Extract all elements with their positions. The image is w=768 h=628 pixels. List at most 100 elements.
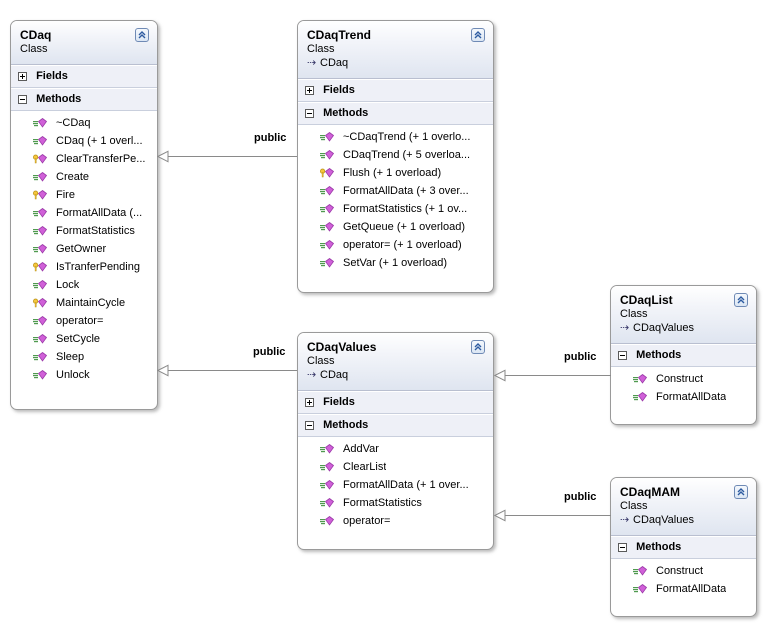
list-item[interactable]: GetQueue (+ 1 overload) <box>298 218 493 236</box>
member-label: ~CDaq <box>56 117 91 129</box>
class-kind: Class <box>620 500 648 512</box>
list-item[interactable]: AddVar <box>298 440 493 458</box>
method-icon <box>320 478 336 492</box>
member-label: operator= <box>343 515 391 527</box>
section-fields[interactable]: Fields <box>298 79 493 102</box>
list-item[interactable]: FormatStatistics <box>298 494 493 512</box>
section-label: Fields <box>323 396 355 408</box>
list-item[interactable]: Flush (+ 1 overload) <box>298 164 493 182</box>
section-methods[interactable]: Methods <box>611 344 756 367</box>
list-item[interactable]: Construct <box>611 370 756 388</box>
member-label: Lock <box>56 279 80 291</box>
expander-minus-icon[interactable] <box>618 543 627 552</box>
collapse-chevron-icon[interactable] <box>135 28 149 42</box>
class-box-cdaqtrend[interactable]: CDaqTrend Class ⇢CDaq Fields Methods ~CD… <box>297 20 494 293</box>
class-header-cdaqmam: CDaqMAM Class ⇢CDaqValues <box>611 478 756 536</box>
list-item[interactable]: FormatAllData <box>611 388 756 406</box>
list-item[interactable]: FormatAllData (+ 3 over... <box>298 182 493 200</box>
list-item[interactable]: operator= (+ 1 overload) <box>298 236 493 254</box>
method-icon <box>320 202 336 216</box>
member-label: MaintainCycle <box>56 297 126 309</box>
collapse-chevron-icon[interactable] <box>471 28 485 42</box>
expander-minus-icon[interactable] <box>305 109 314 118</box>
list-item[interactable]: Unlock <box>11 366 157 384</box>
list-item[interactable]: Fire <box>11 186 157 204</box>
section-methods[interactable]: Methods <box>298 414 493 437</box>
list-item[interactable]: ~CDaq <box>11 114 157 132</box>
method-icon <box>633 564 649 578</box>
list-item[interactable]: CDaq (+ 1 overl... <box>11 132 157 150</box>
section-fields[interactable]: Fields <box>11 65 157 88</box>
class-kind: Class <box>620 308 648 320</box>
member-label: FormatStatistics (+ 1 ov... <box>343 203 468 215</box>
list-item[interactable]: FormatAllData <box>611 580 756 598</box>
list-item[interactable]: FormatStatistics <box>11 222 157 240</box>
method-icon <box>33 332 49 346</box>
list-item[interactable]: Lock <box>11 276 157 294</box>
section-methods[interactable]: Methods <box>11 88 157 111</box>
connector-label: public <box>253 346 286 358</box>
list-item[interactable]: SetCycle <box>11 330 157 348</box>
class-name: CDaqValues <box>307 340 377 354</box>
method-icon <box>33 134 49 148</box>
list-item[interactable]: FormatAllData (... <box>11 204 157 222</box>
base-class-name: CDaqValues <box>633 514 694 526</box>
class-box-cdaq[interactable]: CDaq Class Fields Methods ~CDaq CDaq (+ … <box>10 20 158 410</box>
member-label: Flush (+ 1 overload) <box>343 167 442 179</box>
expander-minus-icon[interactable] <box>18 95 27 104</box>
expander-plus-icon[interactable] <box>18 72 27 81</box>
connector-line <box>505 515 611 516</box>
member-label: Unlock <box>56 369 90 381</box>
section-methods[interactable]: Methods <box>298 102 493 125</box>
expander-minus-icon[interactable] <box>305 421 314 430</box>
list-item[interactable]: SetVar (+ 1 overload) <box>298 254 493 272</box>
collapse-chevron-icon[interactable] <box>734 293 748 307</box>
list-item[interactable]: GetOwner <box>11 240 157 258</box>
list-item[interactable]: operator= <box>298 512 493 530</box>
class-name: CDaq <box>20 28 52 42</box>
list-item[interactable]: operator= <box>11 312 157 330</box>
member-list-cdaqvalues: AddVar ClearList FormatAllData (+ 1 over… <box>298 437 493 536</box>
list-item[interactable]: MaintainCycle <box>11 294 157 312</box>
section-label: Methods <box>323 419 369 431</box>
list-item[interactable]: Sleep <box>11 348 157 366</box>
list-item[interactable]: FormatStatistics (+ 1 ov... <box>298 200 493 218</box>
list-item[interactable]: ClearList <box>298 458 493 476</box>
class-box-cdaqvalues[interactable]: CDaqValues Class ⇢CDaq Fields Methods Ad… <box>297 332 494 550</box>
method-icon <box>33 224 49 238</box>
member-label: CDaqTrend (+ 5 overloa... <box>343 149 471 161</box>
class-box-cdaqmam[interactable]: CDaqMAM Class ⇢CDaqValues Methods Constr… <box>610 477 757 617</box>
class-header-cdaqtrend: CDaqTrend Class ⇢CDaq <box>298 21 493 79</box>
member-label: Construct <box>656 373 704 385</box>
section-fields[interactable]: Fields <box>298 391 493 414</box>
class-header-cdaqlist: CDaqList Class ⇢CDaqValues <box>611 286 756 344</box>
list-item[interactable]: IsTranferPending <box>11 258 157 276</box>
member-label: Sleep <box>56 351 85 363</box>
connector-label: public <box>564 351 597 363</box>
member-list-cdaqlist: Construct FormatAllData <box>611 367 756 412</box>
section-label: Methods <box>36 93 82 105</box>
method-icon <box>33 350 49 364</box>
method-key-icon <box>33 260 49 274</box>
inheritance-arrow-icon: ⇢ <box>307 57 317 69</box>
collapse-chevron-icon[interactable] <box>471 340 485 354</box>
expander-plus-icon[interactable] <box>305 86 314 95</box>
method-icon <box>33 314 49 328</box>
member-label: Create <box>56 171 90 183</box>
class-box-cdaqlist[interactable]: CDaqList Class ⇢CDaqValues Methods Const… <box>610 285 757 425</box>
expander-plus-icon[interactable] <box>305 398 314 407</box>
list-item[interactable]: ~CDaqTrend (+ 1 overlo... <box>298 128 493 146</box>
expander-minus-icon[interactable] <box>618 351 627 360</box>
method-icon <box>320 220 336 234</box>
collapse-chevron-icon[interactable] <box>734 485 748 499</box>
list-item[interactable]: Create <box>11 168 157 186</box>
list-item[interactable]: Construct <box>611 562 756 580</box>
method-icon <box>320 442 336 456</box>
list-item[interactable]: CDaqTrend (+ 5 overloa... <box>298 146 493 164</box>
list-item[interactable]: FormatAllData (+ 1 over... <box>298 476 493 494</box>
class-base: ⇢CDaqValues <box>620 321 747 335</box>
list-item[interactable]: ClearTransferPe... <box>11 150 157 168</box>
member-label: Fire <box>56 189 75 201</box>
section-methods[interactable]: Methods <box>611 536 756 559</box>
member-label: FormatStatistics <box>56 225 135 237</box>
